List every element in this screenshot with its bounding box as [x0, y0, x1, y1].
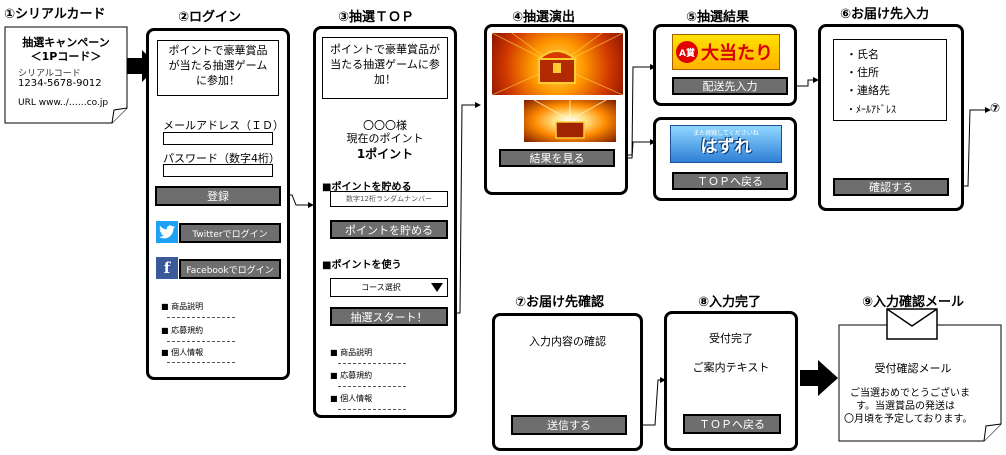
points-label: 現在のポイント: [346, 132, 424, 145]
login-link-terms-label: 応募規約: [171, 326, 204, 335]
step1-title: ①シリアルカード: [4, 7, 106, 22]
enter-address-button[interactable]: 配送先入力: [672, 77, 788, 95]
field-name[interactable]: ・氏名: [846, 48, 879, 61]
next-step-7-label: ⑦: [990, 101, 1001, 115]
divider: [167, 341, 235, 342]
field-contact[interactable]: ・連絡先: [846, 84, 890, 97]
confirm-screen: 入力内容の確認 送信する: [492, 313, 643, 451]
lose-subtext: また挑戦してくださいね: [693, 130, 759, 137]
login-screen: ポイントで豪華賞品が当たる抽選ゲームに参加！ メールアドレス（ＩＤ） パスワード…: [146, 28, 290, 380]
serial-code-value: 1234-5678-9012: [18, 78, 102, 89]
guide-text: ご案内テキスト: [692, 361, 770, 374]
card-url: URL www../……co.jp: [18, 98, 109, 108]
confirmation-mail: 受付確認メール ご当選おめでとうございま す。当選賞品の発送は 〇月頃を予定して…: [838, 308, 1002, 442]
login-link-product-label: 商品説明: [171, 302, 204, 311]
use-points-heading: ■ポイントを使う: [322, 260, 402, 271]
facebook-icon: f: [156, 257, 178, 279]
login-link-product[interactable]: ■ 商品説明: [161, 302, 204, 311]
user-name: 〇〇〇様: [363, 119, 407, 132]
step6-title: ⑥お届け先入力: [840, 7, 930, 22]
mail-input[interactable]: [163, 132, 273, 145]
result-win-screen: A賞 大当たり 配送先入力: [653, 24, 797, 106]
jackpot-banner: A賞 大当たり: [672, 34, 780, 70]
card-title-line1: 抽選キャンペーン: [22, 36, 110, 49]
dropdown-arrow-icon: [431, 283, 443, 292]
mail-line1: ご当選おめでとうございま: [850, 388, 970, 399]
twitter-icon: [156, 221, 178, 243]
points-value: 1ポイント: [356, 147, 414, 161]
password-input[interactable]: [163, 164, 273, 177]
complete-back-to-top-button[interactable]: ＴＯＰへ戻る: [683, 414, 781, 434]
mail-line3: 〇月頃を予定しております。: [844, 414, 973, 425]
address-input-screen: ・氏名 ・住所 ・連絡先 ・ﾒｰﾙｱﾄﾞﾚｽ 確認する: [818, 24, 964, 211]
mail-label: メールアドレス（ＩＤ）: [163, 119, 284, 132]
top-link-product[interactable]: ■ 商品説明: [330, 348, 373, 357]
mail-line2: す。当選賞品の発送は: [856, 401, 955, 412]
start-lottery-button[interactable]: 抽選スタート！: [330, 307, 448, 326]
mail-title: 受付確認メール: [874, 362, 952, 375]
step2-title: ②ログイン: [178, 10, 242, 25]
send-button[interactable]: 送信する: [511, 415, 627, 435]
top-link-product-label: 商品説明: [340, 348, 373, 357]
serial-code-label: シリアルコード: [18, 69, 81, 79]
lose-banner: また挑戦してくださいね はずれ: [670, 125, 782, 163]
top-link-terms-label: 応募規約: [340, 371, 373, 380]
top-banner: ポイントで豪華賞品が当たる抽選ゲームに参加！: [322, 37, 448, 99]
divider: [338, 386, 406, 387]
lottery-top-screen: ポイントで豪華賞品が当たる抽選ゲームに参加！ 〇〇〇様 現在のポイント 1ポイン…: [313, 26, 457, 418]
field-email[interactable]: ・ﾒｰﾙｱﾄﾞﾚｽ: [846, 105, 896, 116]
light-burst-image: [524, 99, 616, 142]
twitter-login-button[interactable]: Twitterでログイン: [179, 223, 281, 243]
step5-title: ⑤抽選結果: [686, 10, 750, 25]
save-points-heading: ■ポイントを貯める: [322, 182, 412, 193]
lose-text: はずれ: [700, 137, 752, 157]
password-label: パスワード（数字4桁）: [163, 152, 280, 165]
course-select-value: コース選択: [361, 283, 401, 292]
back-to-top-button[interactable]: ＴＯＰへ戻る: [672, 172, 788, 190]
envelope-icon: [886, 308, 938, 340]
serial-card: 抽選キャンペーン ＜1Pコード＞ シリアルコード 1234-5678-9012 …: [4, 26, 128, 124]
step4-title: ④抽選演出: [512, 10, 576, 25]
course-select[interactable]: コース選択: [330, 278, 448, 297]
result-lose-screen: また挑戦してくださいね はずれ ＴＯＰへ戻る: [653, 117, 797, 201]
treasure-chest-image: [492, 33, 623, 95]
card-title-line2: ＜1Pコード＞: [30, 50, 102, 63]
confirm-button[interactable]: 確認する: [833, 178, 949, 196]
login-link-privacy[interactable]: ■ 個人情報: [161, 348, 204, 357]
top-link-privacy-label: 個人情報: [340, 394, 373, 403]
step3-title: ③抽選ＴＯＰ: [338, 10, 415, 25]
top-link-privacy[interactable]: ■ 個人情報: [330, 394, 373, 403]
big-arrow-2: [800, 360, 838, 396]
login-link-privacy-label: 個人情報: [171, 348, 204, 357]
divider: [338, 363, 406, 364]
facebook-login-button[interactable]: Facebookでログイン: [179, 259, 281, 279]
step9-title: ⑨入力確認メール: [862, 295, 965, 310]
save-points-button[interactable]: ポイントを貯める: [330, 220, 448, 239]
step7-title: ⑦お届け先確認: [515, 295, 605, 310]
complete-screen: 受付完了 ご案内テキスト ＴＯＰへ戻る: [664, 311, 798, 451]
divider: [167, 317, 235, 318]
login-banner: ポイントで豪華賞品が当たる抽選ゲームに参加！: [157, 40, 279, 96]
divider: [338, 409, 406, 410]
address-form: ・氏名 ・住所 ・連絡先 ・ﾒｰﾙｱﾄﾞﾚｽ: [833, 39, 947, 121]
lottery-effect-screen: 結果を見る: [484, 24, 628, 195]
win-text: 大当たり: [701, 43, 773, 64]
complete-text: 受付完了: [709, 332, 753, 345]
code-input[interactable]: 数字12桁ランダムナンバー: [330, 191, 448, 207]
field-address[interactable]: ・住所: [846, 66, 879, 79]
confirm-text: 入力内容の確認: [529, 335, 606, 348]
step8-title: ⑧入力完了: [698, 295, 762, 310]
top-link-terms[interactable]: ■ 応募規約: [330, 371, 373, 380]
login-link-terms[interactable]: ■ 応募規約: [161, 326, 204, 335]
win-badge: A賞: [676, 41, 698, 63]
login-submit-button[interactable]: 登録: [155, 186, 281, 206]
view-result-button[interactable]: 結果を見る: [499, 149, 615, 167]
divider: [167, 362, 235, 363]
